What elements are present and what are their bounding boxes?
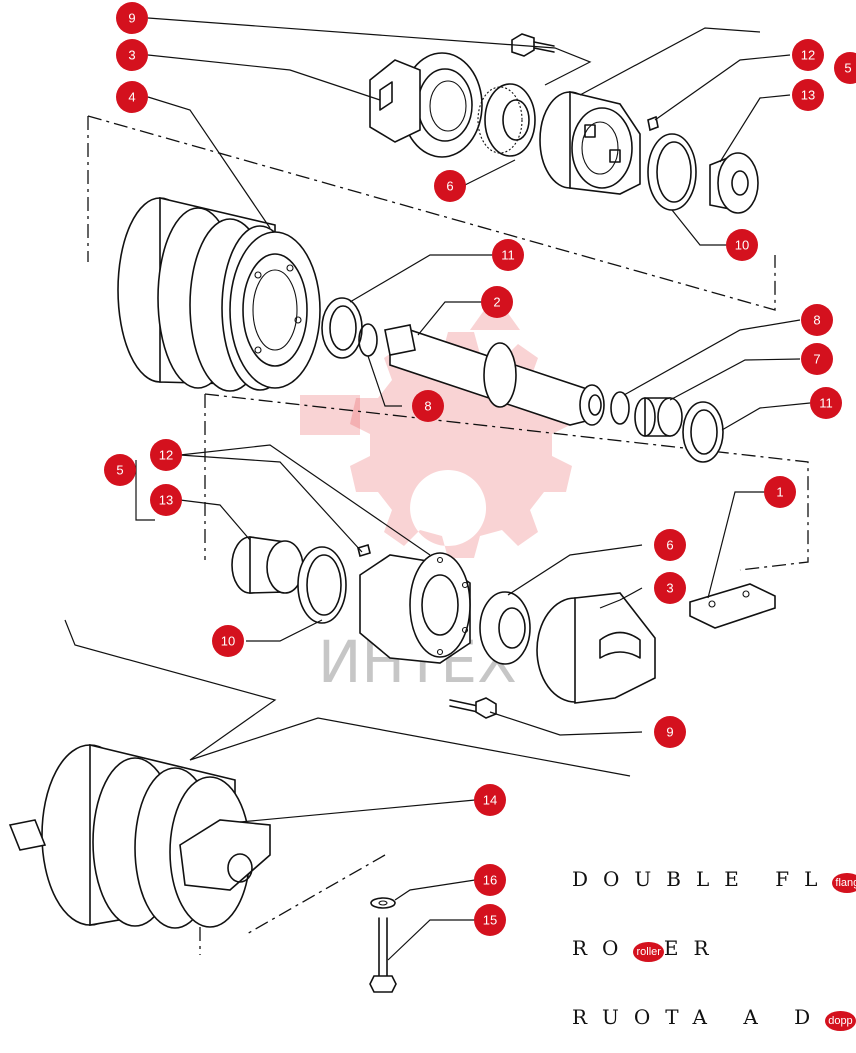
- callout-13-lower: 13: [150, 484, 182, 516]
- part-8-right-oring: [610, 391, 630, 425]
- svg-text:9: 9: [666, 725, 673, 740]
- part-1-plate: [689, 583, 776, 629]
- part-15-bolt: [369, 917, 397, 993]
- callout-5-lower: 5: [104, 454, 136, 486]
- callout-1: 1: [764, 476, 796, 508]
- part-11-left-ring: [321, 297, 363, 359]
- svg-text:11: 11: [819, 396, 833, 411]
- callout-7: 7: [801, 343, 833, 375]
- callout-3-top: 3: [116, 39, 148, 71]
- svg-text:9: 9: [128, 11, 135, 26]
- callout-5-top: 5: [834, 52, 856, 84]
- svg-text:6: 6: [666, 538, 673, 553]
- callout-8-right: 8: [801, 304, 833, 336]
- svg-text:5: 5: [116, 463, 123, 478]
- exploded-parts-diagram: ИНТЕХ: [8, 2, 856, 993]
- svg-text:12: 12: [801, 48, 815, 63]
- callout-13-top: 13: [792, 79, 824, 111]
- svg-text:6: 6: [446, 179, 453, 194]
- callout-14: 14: [474, 784, 506, 816]
- callout-11-left: 11: [492, 239, 524, 271]
- svg-text:12: 12: [159, 448, 173, 463]
- callout-10-top: 10: [726, 229, 758, 261]
- part-6-top-seal: [477, 83, 536, 157]
- part-5-top-housing: [539, 90, 641, 195]
- svg-text:10: 10: [221, 634, 235, 649]
- callout-12-top: 12: [792, 39, 824, 71]
- svg-text:13: 13: [159, 493, 173, 508]
- callout-15: 15: [474, 904, 506, 936]
- svg-text:1: 1: [776, 485, 783, 500]
- part-13-lower-bushing: [231, 536, 304, 594]
- svg-text:3: 3: [128, 48, 135, 63]
- callout-9-lower: 9: [654, 716, 686, 748]
- svg-text:8: 8: [813, 313, 820, 328]
- phantom-lines: [87, 115, 809, 955]
- callout-3-lower: 3: [654, 572, 686, 604]
- part-16-washer: [370, 897, 396, 909]
- callout-11-right: 11: [810, 387, 842, 419]
- callout-6-top: 6: [434, 170, 466, 202]
- part-13-top-bushing: [709, 152, 759, 214]
- part-5-lower-housing: [359, 552, 471, 664]
- part-3-lower-collar: [536, 592, 656, 704]
- svg-text:8: 8: [424, 399, 431, 414]
- svg-text:13: 13: [801, 88, 815, 103]
- caption-tag-flang: flang: [832, 873, 856, 893]
- callout-2: 2: [481, 286, 513, 318]
- part-4-roller-body: [117, 196, 321, 392]
- svg-text:10: 10: [735, 238, 749, 253]
- callout-16: 16: [474, 864, 506, 896]
- part-9-top-bolt: [511, 33, 555, 57]
- svg-text:2: 2: [493, 295, 500, 310]
- svg-text:11: 11: [501, 248, 515, 263]
- svg-text:14: 14: [483, 793, 497, 808]
- callout-6-lower: 6: [654, 529, 686, 561]
- part-6-lower-seal: [479, 591, 531, 665]
- part-10-lower-gasket: [297, 546, 347, 624]
- part-12-lower-pin: [357, 543, 371, 558]
- part-3-top-collar: [369, 52, 483, 158]
- callout-12-lower: 12: [150, 439, 182, 471]
- svg-text:3: 3: [666, 581, 673, 596]
- svg-text:16: 16: [483, 873, 497, 888]
- part-10-top-gasket: [647, 133, 697, 211]
- leader-lines: [64, 17, 811, 961]
- svg-text:7: 7: [813, 352, 820, 367]
- callout-4: 4: [116, 81, 148, 113]
- callout-9-top: 9: [116, 2, 148, 34]
- part-14-assembled-roller: [8, 743, 271, 929]
- svg-text:4: 4: [128, 90, 135, 105]
- caption-tag-roller: roller: [633, 942, 664, 962]
- part-2-shaft: [384, 324, 605, 426]
- svg-text:5: 5: [844, 61, 851, 76]
- caption-line-3: RUOTA A DdoppP: [572, 1006, 856, 1031]
- part-8-left-oring: [358, 323, 378, 357]
- caption-tag-dopp: dopp: [825, 1011, 856, 1031]
- part-11-right-ring: [682, 401, 724, 463]
- caption-line-1: DOUBLE FLflangG: [572, 868, 856, 893]
- callout-10-lower: 10: [212, 625, 244, 657]
- callout-8-left: 8: [412, 390, 444, 422]
- part-9-lower-bolt: [449, 697, 497, 719]
- part-7-bushing: [634, 397, 683, 437]
- svg-text:15: 15: [483, 913, 497, 928]
